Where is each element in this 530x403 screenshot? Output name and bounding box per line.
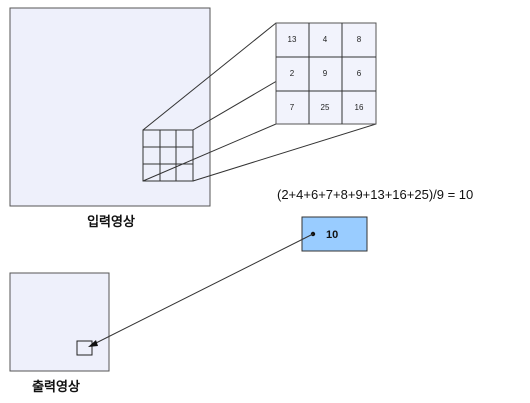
average-formula: (2+4+6+7+8+9+13+16+25)/9 = 10	[277, 187, 473, 202]
result-arrowhead	[88, 340, 98, 347]
output-pixel	[76, 340, 93, 356]
result-arrow-line	[93, 233, 314, 345]
result-box	[301, 216, 368, 252]
kernel-cell: 16	[355, 103, 364, 112]
input-window-grid	[142, 129, 194, 182]
projection-line-top	[142, 22, 277, 131]
kernel-cell: 9	[323, 69, 328, 78]
projection-line-right-bottom	[192, 123, 377, 182]
output-caption: 출력영상	[32, 379, 80, 395]
kernel-cell: 4	[323, 35, 328, 44]
input-image	[9, 7, 211, 207]
kernel-cell: 7	[290, 103, 295, 112]
kernel-cell: 13	[288, 35, 297, 44]
kernel-cell: 6	[357, 69, 362, 78]
result-value: 10	[326, 229, 338, 241]
output-image	[9, 272, 110, 372]
projection-line-bottom	[142, 123, 277, 182]
kernel-cell: 2	[290, 69, 295, 78]
kernel-cell: 8	[357, 35, 362, 44]
kernel-grid: 13 4 8 2 9 6 7 25 16	[275, 22, 377, 125]
input-caption: 입력영상	[87, 215, 135, 230]
kernel-cell: 25	[321, 103, 330, 112]
